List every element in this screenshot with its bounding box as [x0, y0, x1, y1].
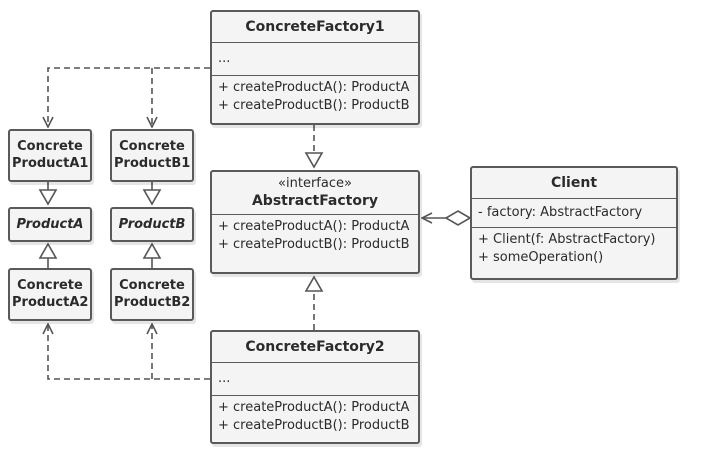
client-methods: + Client(f: AbstractFactory) + someOpera… — [472, 227, 676, 270]
abstract-factory-header: «interface» AbstractFactory — [212, 172, 418, 214]
abstract-factory-stereotype: «interface» — [278, 176, 352, 191]
concrete-factory-2-method-b: + createProductB(): ProductB — [218, 418, 410, 433]
abstract-factory-methods: + createProductA(): ProductA + createPro… — [212, 214, 418, 257]
client-method-some-operation: + someOperation() — [478, 250, 604, 265]
realization-cf1-triangle — [304, 152, 324, 169]
concrete-product-a1-line-1: Concrete — [17, 139, 83, 154]
concrete-product-a1-name: Concrete ProductA1 — [10, 131, 90, 176]
concrete-factory-2-methods: + createProductA(): ProductA + createPro… — [212, 395, 418, 438]
concrete-product-a2-line-1: Concrete — [17, 278, 83, 293]
product-a-interface[interactable]: ProductA — [8, 207, 92, 242]
concrete-product-b1-line-1: Concrete — [119, 139, 185, 154]
concrete-factory-1-method-b: + createProductB(): ProductB — [218, 98, 410, 113]
concrete-product-b1-name: Concrete ProductB1 — [112, 131, 192, 176]
realization-a1-triangle — [38, 189, 58, 206]
concrete-product-a1-class[interactable]: Concrete ProductA1 — [8, 129, 92, 182]
concrete-product-b1-line-2: ProductB1 — [114, 156, 191, 171]
dependency-cf2-to-product-a2 — [48, 324, 210, 380]
concrete-product-b2-class[interactable]: Concrete ProductB2 — [110, 268, 194, 321]
dependency-cf1-to-product-a1 — [48, 67, 210, 127]
product-b-interface[interactable]: ProductB — [110, 207, 194, 242]
concrete-product-a2-name: Concrete ProductA2 — [10, 270, 90, 315]
abstract-factory-method-a: + createProductA(): ProductA — [218, 219, 410, 234]
realization-b2-triangle — [142, 242, 162, 259]
concrete-product-a2-line-2: ProductA2 — [12, 295, 89, 310]
concrete-factory-1-name: ConcreteFactory1 — [245, 19, 385, 35]
concrete-product-a1-line-2: ProductA1 — [12, 156, 89, 171]
realization-cf2-triangle — [304, 275, 324, 292]
concrete-product-b2-line-1: Concrete — [119, 278, 185, 293]
concrete-factory-1-fields: ... — [212, 42, 418, 75]
client-field-factory: - factory: AbstractFactory — [478, 205, 643, 220]
product-b-name: ProductB — [118, 217, 186, 232]
client-method-constructor: + Client(f: AbstractFactory) — [478, 232, 656, 247]
concrete-factory-1-methods: + createProductA(): ProductA + createPro… — [212, 75, 418, 118]
client-name: Client — [550, 175, 598, 191]
abstract-factory-method-b: + createProductB(): ProductB — [218, 237, 410, 252]
concrete-product-b2-name: Concrete ProductB2 — [112, 270, 192, 315]
abstract-factory-interface[interactable]: «interface» AbstractFactory + createProd… — [210, 170, 420, 274]
realization-b1-triangle — [142, 189, 162, 206]
concrete-factory-2-class[interactable]: ConcreteFactory2 ... + createProductA():… — [210, 330, 420, 444]
concrete-factory-2-method-a: + createProductA(): ProductA — [218, 400, 410, 415]
aggregation-diamond — [444, 210, 472, 226]
concrete-product-b1-class[interactable]: Concrete ProductB1 — [110, 129, 194, 182]
client-fields: - factory: AbstractFactory — [472, 198, 676, 227]
concrete-product-b2-line-2: ProductB2 — [114, 295, 191, 310]
abstract-factory-name: AbstractFactory — [251, 193, 379, 209]
concrete-factory-1-method-a: + createProductA(): ProductA — [218, 80, 410, 95]
client-class[interactable]: Client - factory: AbstractFactory + Clie… — [470, 166, 678, 280]
concrete-factory-2-fields: ... — [212, 362, 418, 395]
concrete-factory-1-class[interactable]: ConcreteFactory1 ... + createProductA():… — [210, 10, 420, 125]
concrete-product-a2-class[interactable]: Concrete ProductA2 — [8, 268, 92, 321]
concrete-factory-2-name: ConcreteFactory2 — [245, 339, 385, 355]
product-a-name: ProductA — [16, 217, 84, 232]
realization-a2-triangle — [38, 242, 58, 259]
